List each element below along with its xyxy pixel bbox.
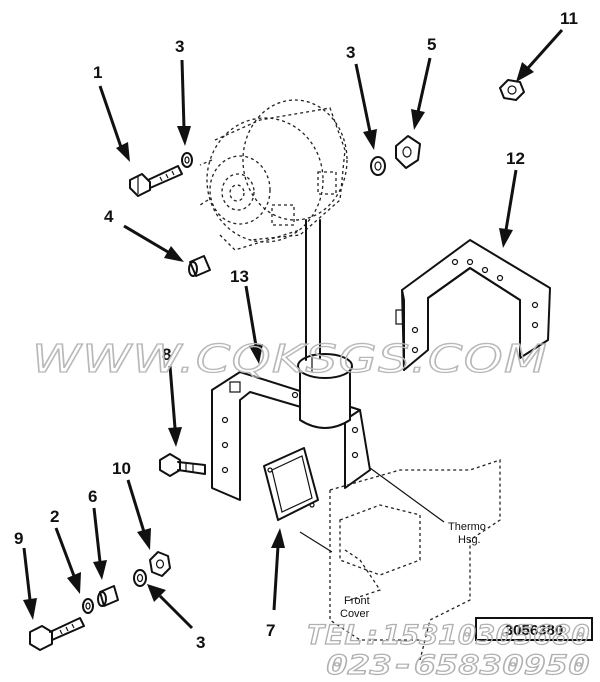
component-labels: Thermo Hsg. Front Cover (340, 521, 486, 620)
washer-lower (133, 569, 147, 587)
spacer-lower (97, 585, 119, 607)
bracket-upper-right (395, 239, 551, 371)
callout-8: 8 (162, 345, 171, 364)
watermark-tel: TEL:15310305680 (306, 620, 590, 651)
hsg-label: Hsg. (458, 534, 481, 546)
capscrew-middle (159, 453, 206, 477)
callout-9: 9 (14, 529, 23, 548)
washer-upper-left (181, 152, 193, 168)
watermark-url: WWW.CQKSGS.COM (32, 337, 548, 381)
capscrew-lower (29, 617, 85, 651)
callout-2: 2 (50, 507, 59, 526)
callout-12: 12 (506, 149, 525, 168)
hex-nut-lower (149, 551, 171, 577)
washer-lower-left (82, 598, 94, 614)
cover-label: Cover (340, 608, 370, 620)
callout-arrows (22, 28, 564, 630)
gasket (263, 447, 319, 521)
callout-4: 4 (104, 207, 114, 226)
callout-7: 7 (266, 621, 275, 640)
thermo-label: Thermo (448, 521, 486, 533)
spacer-block (395, 135, 421, 169)
callout-1: 1 (93, 63, 102, 82)
callout-3-lower: 3 (196, 633, 205, 652)
callout-13: 13 (230, 267, 249, 286)
spacer-round (188, 255, 211, 277)
bracket-lower-center (211, 219, 371, 501)
hex-nut-top-right (499, 79, 525, 101)
callout-10: 10 (112, 459, 131, 478)
washer-upper-right (370, 156, 386, 176)
reference-number: 3056380 (505, 622, 563, 639)
front-label: Front (344, 595, 370, 607)
callout-numbers: 1 3 3 5 11 12 4 13 8 10 6 2 9 3 7 (14, 9, 578, 652)
callout-5: 5 (427, 35, 436, 54)
reference-box: 3056380 (475, 617, 593, 641)
callout-11: 11 (560, 9, 578, 28)
front-cover-outline (299, 459, 501, 661)
alternator (199, 99, 348, 251)
watermark: WWW.CQKSGS.COM TEL:15310305680 023-65830… (31, 336, 590, 681)
callout-6: 6 (88, 487, 97, 506)
watermark-phone: 023-65830950 (326, 650, 590, 681)
callout-3-upper-left: 3 (175, 37, 184, 56)
callout-3-upper-right: 3 (346, 43, 355, 62)
capscrew-upper (129, 165, 183, 197)
